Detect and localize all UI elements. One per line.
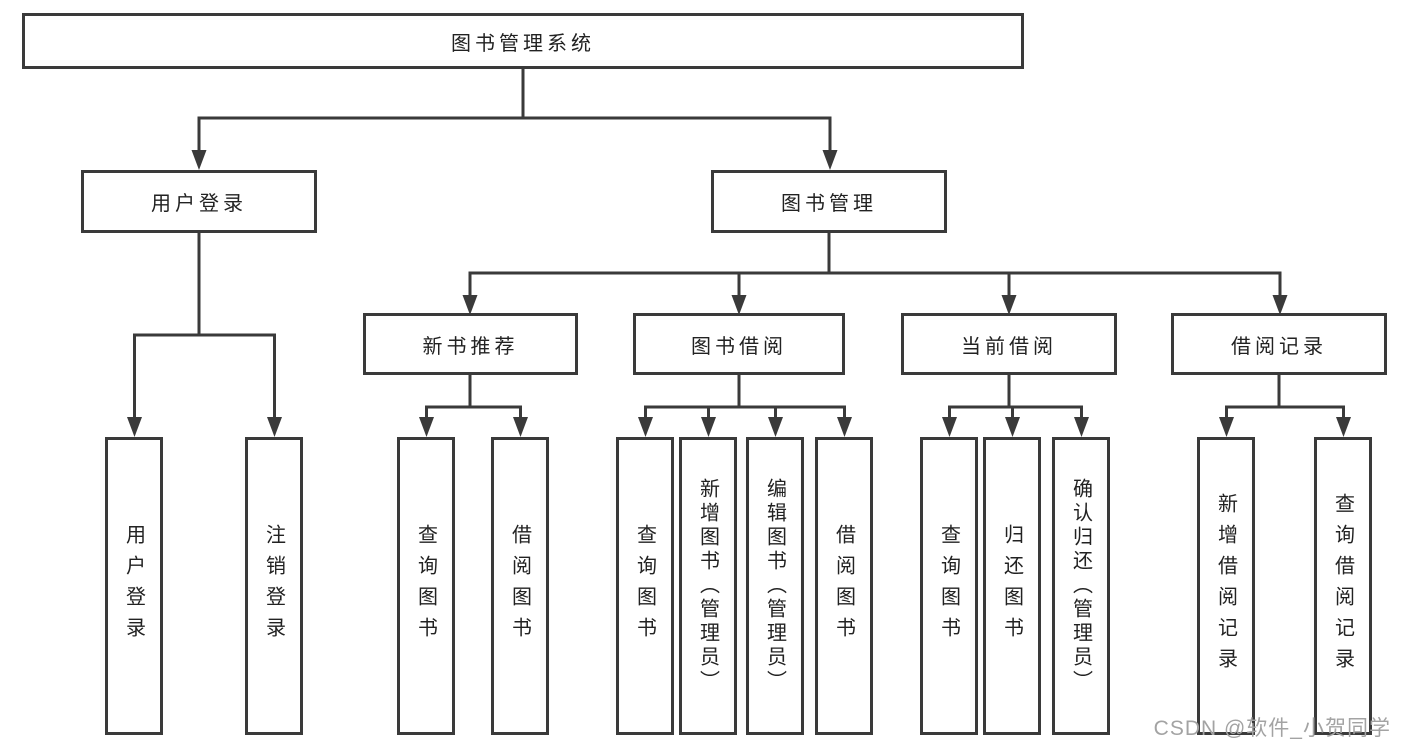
csdn-watermark: CSDN @软件_小贺同学 (1153, 717, 1391, 740)
arrow-down-icon (1005, 417, 1020, 437)
arrow-down-icon (513, 417, 528, 437)
arrow-down-icon (701, 417, 716, 437)
leaf-label: 查询图书 (937, 524, 960, 648)
node-leaf-query-books-current: 查询图书 (920, 437, 978, 735)
leaf-label: 确认归还（管理员） (1069, 478, 1092, 694)
arrow-down-icon (127, 417, 142, 437)
arrow-down-icon (1001, 295, 1017, 315)
node-user-login-label: 用户登录 (151, 193, 247, 215)
leaf-label: 查询图书 (414, 524, 437, 648)
node-current-borrow-label: 当前借阅 (961, 335, 1057, 358)
leaf-label: 查询图书 (633, 524, 656, 648)
arrow-down-icon (1272, 295, 1288, 315)
node-borrow-records-label: 借阅记录 (1231, 335, 1327, 358)
node-leaf-edit-books-admin: 编辑图书（管理员） (746, 437, 804, 735)
node-book-management: 图书管理 (711, 170, 947, 233)
node-leaf-borrow-books-recommend: 借阅图书 (491, 437, 549, 735)
node-new-book-recommend: 新书推荐 (363, 313, 578, 375)
leaf-label: 查询借阅记录 (1331, 493, 1354, 679)
node-leaf-add-books-admin: 新增图书（管理员） (679, 437, 737, 735)
connector-current-borrow-children (942, 373, 1089, 437)
leaf-label: 新增借阅记录 (1214, 493, 1237, 679)
leaf-label: 借阅图书 (832, 524, 855, 648)
connector-book-management-level3 (462, 231, 1288, 315)
arrow-down-icon (837, 417, 852, 437)
leaf-label: 注销登录 (262, 524, 285, 648)
node-current-borrow: 当前借阅 (901, 313, 1117, 375)
leaf-label: 用户登录 (122, 524, 145, 648)
arrow-down-icon (267, 417, 282, 437)
leaf-label: 新增图书（管理员） (696, 478, 719, 694)
node-system-root: 图书管理系统 (22, 13, 1024, 69)
node-new-book-recommend-label: 新书推荐 (422, 335, 519, 358)
arrow-down-icon (822, 150, 838, 170)
leaf-label: 借阅图书 (508, 524, 531, 648)
arrow-down-icon (419, 417, 434, 437)
arrow-down-icon (1074, 417, 1089, 437)
arrow-down-icon (462, 295, 478, 315)
leaf-label: 归还图书 (1000, 524, 1023, 648)
connector-user-login-children (127, 231, 282, 437)
node-leaf-query-borrow-record: 查询借阅记录 (1314, 437, 1372, 735)
node-leaf-user-login: 用户登录 (105, 437, 163, 735)
node-borrow-records: 借阅记录 (1171, 313, 1387, 375)
node-book-management-label: 图书管理 (781, 193, 877, 215)
node-leaf-logout: 注销登录 (245, 437, 303, 735)
connector-book-borrow-children (638, 373, 852, 437)
node-leaf-query-books-borrow: 查询图书 (616, 437, 674, 735)
node-user-login: 用户登录 (81, 170, 317, 233)
arrow-down-icon (1336, 417, 1351, 437)
node-book-borrow: 图书借阅 (633, 313, 845, 375)
arrow-down-icon (731, 295, 747, 315)
leaf-label: 编辑图书（管理员） (763, 478, 786, 694)
node-system-root-label: 图书管理系统 (451, 32, 595, 55)
node-leaf-confirm-return-admin: 确认归还（管理员） (1052, 437, 1110, 735)
connector-new-book-children (419, 373, 528, 437)
arrow-down-icon (638, 417, 653, 437)
node-leaf-add-borrow-record: 新增借阅记录 (1197, 437, 1255, 735)
arrow-down-icon (768, 417, 783, 437)
node-leaf-query-books-recommend: 查询图书 (397, 437, 455, 735)
connector-borrow-records-children (1219, 373, 1351, 437)
arrow-down-icon (942, 417, 957, 437)
node-book-borrow-label: 图书借阅 (691, 335, 787, 358)
arrow-down-icon (1219, 417, 1234, 437)
node-leaf-borrow-books: 借阅图书 (815, 437, 873, 735)
arrow-down-icon (191, 150, 207, 170)
connector-root-to-level2 (191, 67, 838, 170)
node-leaf-return-books: 归还图书 (983, 437, 1041, 735)
